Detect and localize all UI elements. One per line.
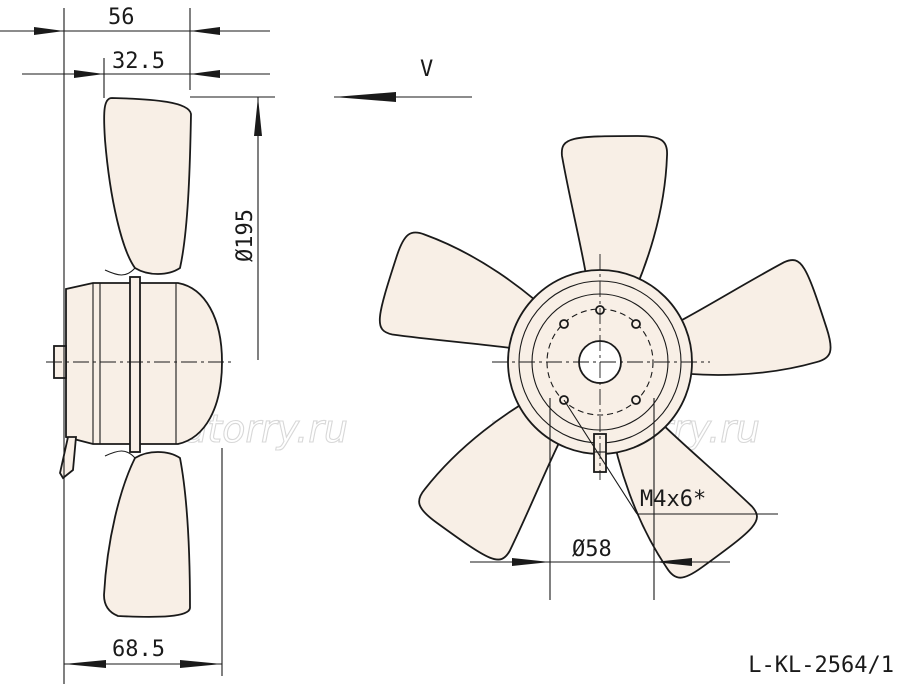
view-marker: V: [420, 57, 433, 82]
drawing-code: L-KL-2564/1: [748, 653, 894, 678]
side-dimensions: 56 32.5 Ø195 68.5: [0, 5, 275, 684]
lower-blade-side: [103, 451, 191, 618]
fan-side-view: [46, 97, 235, 618]
cable-gland: [59, 436, 77, 480]
upper-blade-side: [103, 97, 192, 275]
fan-front-view: [372, 135, 837, 586]
dimension-overall-width: 56: [108, 5, 135, 30]
hub-band: [129, 276, 141, 453]
dimension-motor-length: 68.5: [112, 637, 165, 662]
dimension-thread: M4x6*: [640, 487, 706, 512]
mounting-holes: [559, 305, 641, 405]
bolt-circle: [546, 308, 654, 416]
dimension-diameter: Ø195: [233, 209, 258, 262]
view-direction-arrow: V: [334, 57, 472, 102]
front-dimensions: Ø58 M4x6*: [470, 398, 778, 600]
dimension-blade-depth: 32.5: [112, 49, 165, 74]
motor-body-side: [65, 282, 223, 445]
dimension-hole-pitch: Ø58: [572, 537, 612, 562]
